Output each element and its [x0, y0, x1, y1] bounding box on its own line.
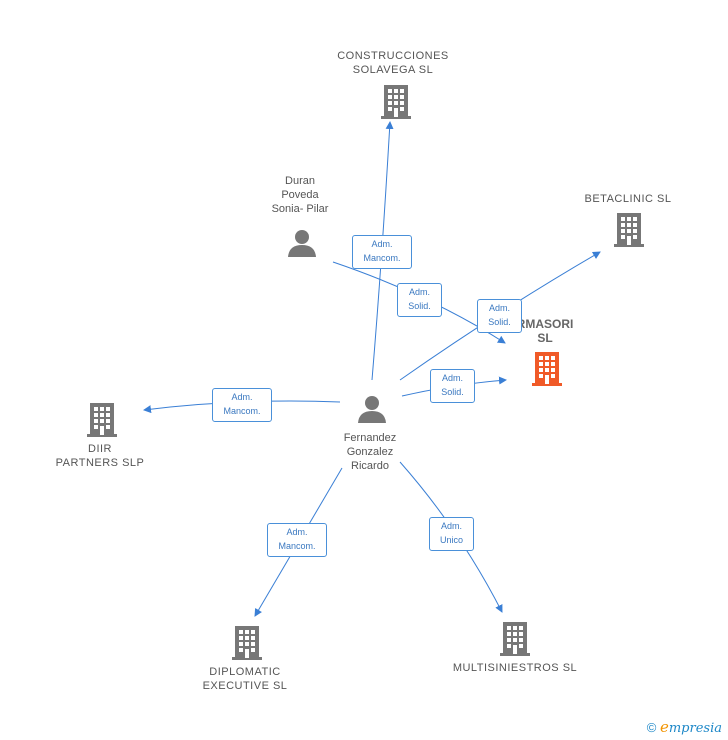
node-multisiniestros[interactable]: MULTISINIESTROS SL [440, 661, 590, 675]
role-badge[interactable]: Adm. Solid. [397, 283, 442, 317]
company-label: MULTISINIESTROS SL [452, 662, 578, 674]
company-label: DIIR PARTNERS SLP [55, 443, 145, 469]
role-badge[interactable]: Adm. Solid. [477, 299, 522, 333]
person-label: Fernandez Gonzalez Ricardo [343, 432, 397, 472]
company-label: BETACLINIC SL [584, 193, 672, 205]
copyright-footer[interactable]: © empresia [647, 718, 722, 736]
role-badge[interactable]: Adm. Mancom. [212, 388, 272, 422]
building-icon[interactable] [380, 85, 412, 119]
brand-logo-text: mpresia [668, 721, 722, 736]
building-icon[interactable] [86, 403, 118, 437]
brand-logo-e: e [659, 718, 669, 736]
node-armasori[interactable]: RMASORI SL [510, 317, 580, 345]
person-icon[interactable] [357, 395, 387, 425]
node-diir[interactable]: DIIR PARTNERS SLP [40, 442, 160, 470]
company-label-main: RMASORI SL [516, 317, 574, 345]
role-badge[interactable]: Adm. Mancom. [267, 523, 327, 557]
copyright-icon: © [646, 720, 657, 735]
node-fernandez[interactable]: Fernandez Gonzalez Ricardo [320, 431, 420, 473]
company-label: DIPLOMATIC EXECUTIVE SL [202, 666, 288, 692]
role-badge[interactable]: Adm. Solid. [430, 369, 475, 403]
person-icon[interactable] [287, 229, 317, 259]
node-duran[interactable]: Duran Poveda Sonia- Pilar [240, 174, 360, 216]
person-label: Duran Poveda Sonia- Pilar [271, 175, 329, 215]
building-icon[interactable] [613, 213, 645, 247]
building-icon[interactable] [231, 626, 263, 660]
building-icon[interactable] [499, 622, 531, 656]
node-construcciones[interactable]: CONSTRUCCIONES SOLAVEGA SL [318, 49, 468, 77]
role-badge[interactable]: Adm. Unico [429, 517, 474, 551]
role-badge[interactable]: Adm. Mancom. [352, 235, 412, 269]
node-diplomatic[interactable]: DIPLOMATIC EXECUTIVE SL [185, 665, 305, 693]
node-betaclinic[interactable]: BETACLINIC SL [568, 192, 688, 206]
building-icon-main[interactable] [531, 352, 563, 386]
company-label: CONSTRUCCIONES SOLAVEGA SL [337, 50, 449, 76]
